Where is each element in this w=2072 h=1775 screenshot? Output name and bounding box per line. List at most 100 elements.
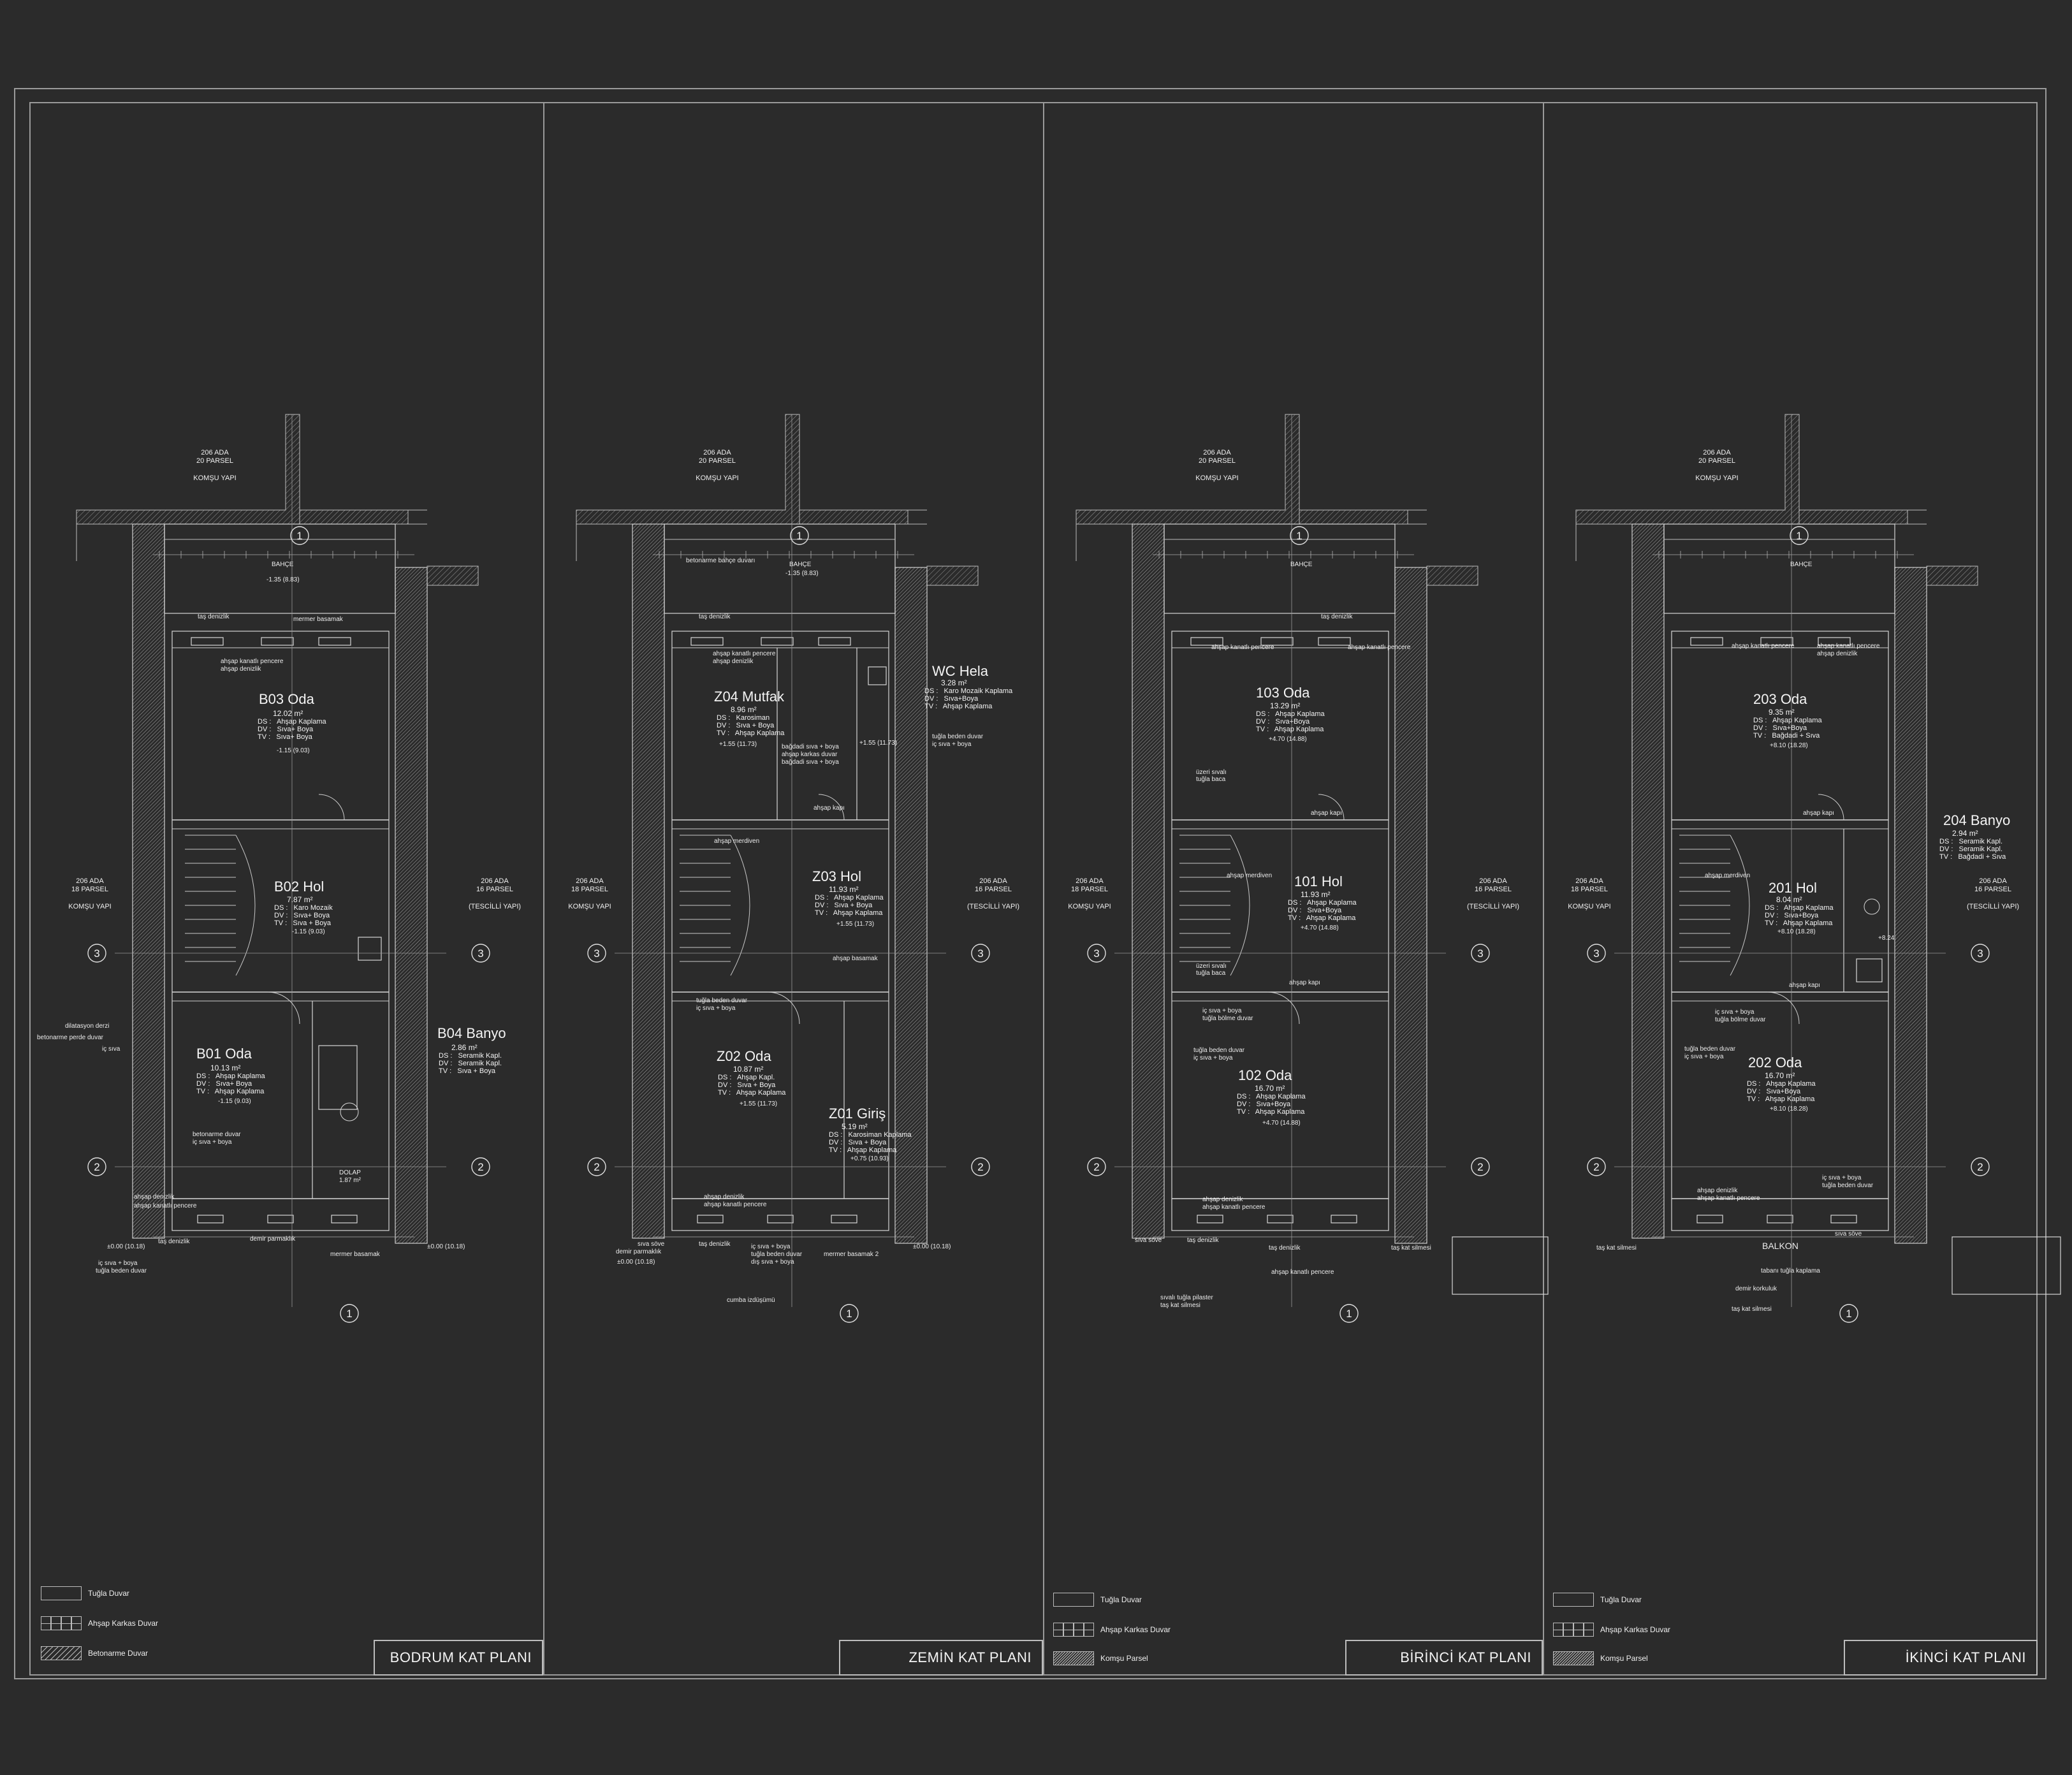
grid-axis-bubble xyxy=(840,1304,859,1323)
level-mark: -1.35 (8.83) xyxy=(266,576,300,583)
level-mark: +4.70 (14.88) xyxy=(1301,924,1339,931)
room-name: B04 Banyo xyxy=(437,1025,506,1041)
level-mark: -1.15 (9.03) xyxy=(277,747,310,754)
window xyxy=(318,637,351,646)
legend-item: Ahşap Karkas Duvar xyxy=(41,1616,158,1630)
north-neighbor-parsel: 20 PARSEL xyxy=(196,457,233,465)
grid-axis-label: 1 xyxy=(796,530,802,542)
east-neighbor-ada: 206 ADA xyxy=(1979,877,2007,885)
east-neighbor-yapi: (TESCİLLİ YAPI) xyxy=(468,903,522,910)
annotation: ahşap merdiven xyxy=(1227,872,1273,879)
panel-divider xyxy=(1543,102,1544,1676)
party-wall-east xyxy=(894,567,928,1244)
grid-axis-bubble xyxy=(790,526,809,545)
room-finish: DS : Ahşap Kaplama DV : Sıva+Boya TV : A… xyxy=(1765,904,1834,927)
room-area: 16.70 m² xyxy=(1765,1071,1795,1080)
annotation: tabanı tuğla kaplama xyxy=(1761,1267,1820,1275)
annotation: iç sıva + boya xyxy=(1715,1009,1755,1016)
grid-axis-bubble xyxy=(471,1157,490,1176)
grid-axis-label: 1 xyxy=(346,1308,352,1320)
window xyxy=(1318,637,1351,646)
annotation: taş denizlik xyxy=(1269,1245,1301,1252)
window xyxy=(1690,637,1723,646)
stair-curve xyxy=(1730,835,1750,976)
room-name: 102 Oda xyxy=(1238,1067,1292,1083)
grid-axis-label: 3 xyxy=(977,947,983,960)
room-area: 12.02 m² xyxy=(273,709,303,718)
garden-outline xyxy=(1164,523,1396,614)
room-name: 103 Oda xyxy=(1256,685,1310,701)
annotation: ahşap kanatlı pencere xyxy=(1348,644,1411,651)
annotation: ahşap kanatlı pencere xyxy=(221,658,284,665)
annotation: mermer basamak 2 xyxy=(824,1251,879,1258)
east-neighbor-ada: 206 ADA xyxy=(1479,877,1507,885)
west-neighbor-parsel: 18 PARSEL xyxy=(1571,886,1608,893)
toilet-fixture xyxy=(340,1102,359,1121)
annotation: ahşap kanatlı pencere xyxy=(1202,1204,1266,1211)
annotation: ahşap denizlik xyxy=(1697,1187,1738,1194)
annotation: ahşap kapı xyxy=(1789,982,1820,989)
grid-axis-label: 2 xyxy=(1477,1161,1483,1173)
annotation: tuğla beden duvar xyxy=(751,1251,803,1258)
neighbor-wall xyxy=(576,414,800,525)
door-swing xyxy=(1818,794,1844,821)
level-mark: ±0.00 (10.18) xyxy=(913,1243,951,1250)
room-finish: DS : Karo Mozaik Kaplama DV : Sıva+Boya … xyxy=(924,687,1013,710)
annotation: iç sıva + boya xyxy=(696,1005,736,1012)
annotation: bağdadi sıva + boya xyxy=(782,759,839,766)
grid-axis-label: 1 xyxy=(1296,530,1302,542)
grid-axis-bubble xyxy=(1839,1304,1858,1323)
grid-axis-label: 3 xyxy=(94,947,99,960)
north-neighbor-ada: 206 ADA xyxy=(703,449,731,457)
east-neighbor-parsel: 16 PARSEL xyxy=(1475,886,1512,893)
north-neighbor-ada: 206 ADA xyxy=(201,449,229,457)
neighbor-wall xyxy=(1575,414,1800,525)
annotation: iç sıva + boya xyxy=(1193,1055,1233,1062)
annotation: betonarme duvar xyxy=(193,1131,241,1138)
party-wall-west xyxy=(1631,523,1665,1239)
sheet-title: BİRİNCİ KAT PLANI xyxy=(1345,1640,1543,1676)
legend-label: Ahşap Karkas Duvar xyxy=(1100,1625,1171,1634)
door-swing xyxy=(1267,991,1300,1025)
north-neighbor-yapi: KOMŞU YAPI xyxy=(193,474,237,482)
grid-axis-bubble xyxy=(1290,526,1309,545)
garden-label: BAHÇE xyxy=(272,561,294,568)
grid-axis-bubble xyxy=(971,1157,990,1176)
level-mark: +8.10 (18.28) xyxy=(1770,1106,1808,1113)
neighbor-wall xyxy=(1076,414,1300,525)
room-name: 203 Oda xyxy=(1753,691,1807,707)
door-swing xyxy=(818,794,845,821)
door-swing xyxy=(1767,991,1800,1025)
annotation: ahşap kapı xyxy=(813,805,845,812)
annotation: ahşap kanatlı pencere xyxy=(713,650,776,657)
annotation: ahşap kanatlı pencere xyxy=(704,1201,767,1208)
annotation: tuğla beden duvar xyxy=(96,1267,147,1275)
annotation: dış sıva + boya xyxy=(751,1259,794,1266)
annotation: tuğla beden duvar xyxy=(1193,1047,1245,1054)
room-area: 3.28 m² xyxy=(941,678,967,687)
legend-label: Tuğla Duvar xyxy=(1600,1595,1642,1604)
annotation: mermer basamak xyxy=(293,616,343,623)
annotation: demir parmaklık xyxy=(250,1236,296,1243)
grid-axis-bubble xyxy=(471,944,490,963)
west-neighbor-yapi: KOMŞU YAPI xyxy=(568,903,611,910)
grid-axis-bubble xyxy=(1790,526,1809,545)
annotation: ahşap denizlik xyxy=(1202,1196,1243,1203)
annotation: taş denizlik xyxy=(1187,1237,1219,1244)
legend-label: Tuğla Duvar xyxy=(88,1589,129,1598)
level-mark: +1.55 (11.73) xyxy=(836,921,875,928)
window xyxy=(331,1215,358,1224)
grid-axis-label: 2 xyxy=(1977,1161,1983,1173)
room-finish: DS : Ahşap Kaplama DV : Sıva+Boya TV : A… xyxy=(1237,1093,1306,1116)
window xyxy=(1260,637,1294,646)
room-area: 10.87 m² xyxy=(733,1065,764,1074)
building-outline xyxy=(1171,631,1389,1231)
door-swing xyxy=(767,991,800,1025)
window xyxy=(761,637,794,646)
grid-axis-bubble xyxy=(340,1304,359,1323)
annotation: ahşap denizlik xyxy=(221,666,261,673)
annotation: taş kat silmesi xyxy=(1391,1245,1431,1252)
room-name: BALKON xyxy=(1762,1241,1798,1251)
grid-axis-bubble xyxy=(1587,944,1606,963)
